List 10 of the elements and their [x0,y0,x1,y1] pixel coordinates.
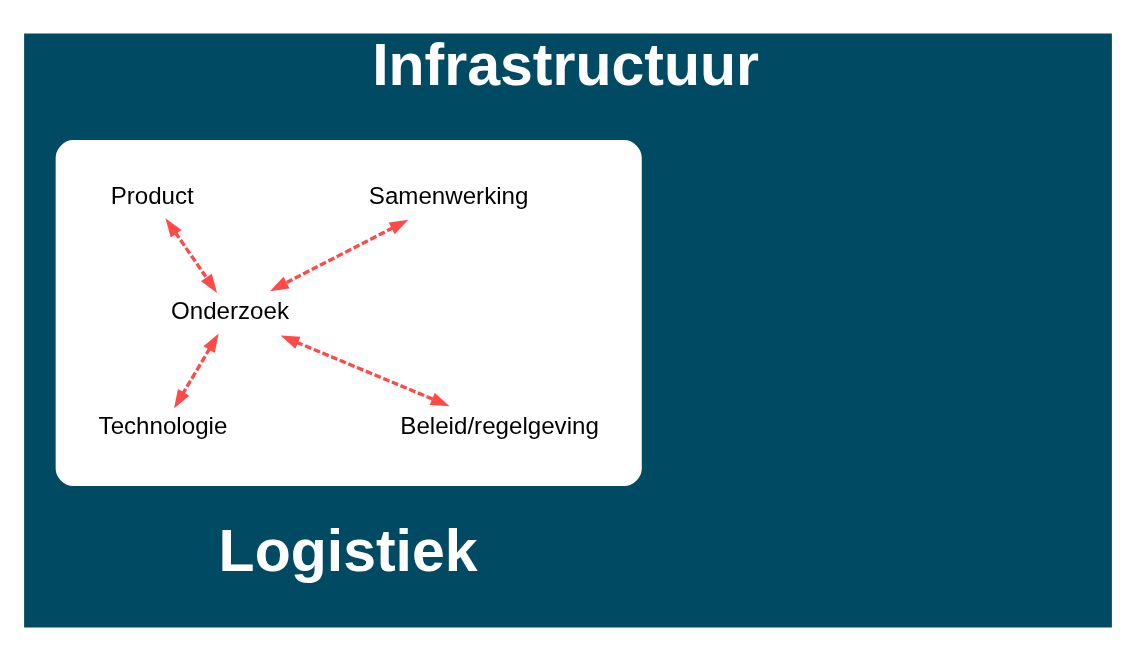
arrow [165,218,218,293]
node-text: Product [110,181,194,209]
node-text: Beleid/regelgeving [400,412,599,440]
arrow [280,335,450,407]
node-text: Samenwerking [368,181,529,209]
cluster [55,140,642,487]
node-text: Technologie [98,412,228,440]
node-text: Onderzoek [171,296,290,324]
arrow [174,333,219,409]
arrow [269,219,409,292]
